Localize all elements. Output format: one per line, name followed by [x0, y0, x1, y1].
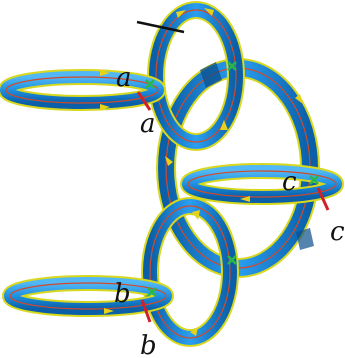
ring-a [0, 69, 166, 111]
cut-c [316, 187, 330, 211]
label-c-outer: c [330, 217, 345, 247]
ring-c [180, 163, 344, 211]
top-loop [136, 1, 245, 151]
ring-b [2, 275, 174, 323]
label-a-bottom: a [140, 109, 156, 139]
label-b-top: b [114, 279, 131, 309]
label-b-bottom: b [140, 331, 157, 358]
cut-b [140, 299, 152, 323]
label-a-top: a [116, 63, 132, 93]
direction-arrows [165, 8, 303, 336]
crossing-marks [145, 61, 319, 297]
bottom-loop [141, 197, 239, 347]
cut-mark-line [136, 20, 185, 34]
cut-a [136, 91, 152, 111]
label-c-inner: c [282, 167, 297, 197]
